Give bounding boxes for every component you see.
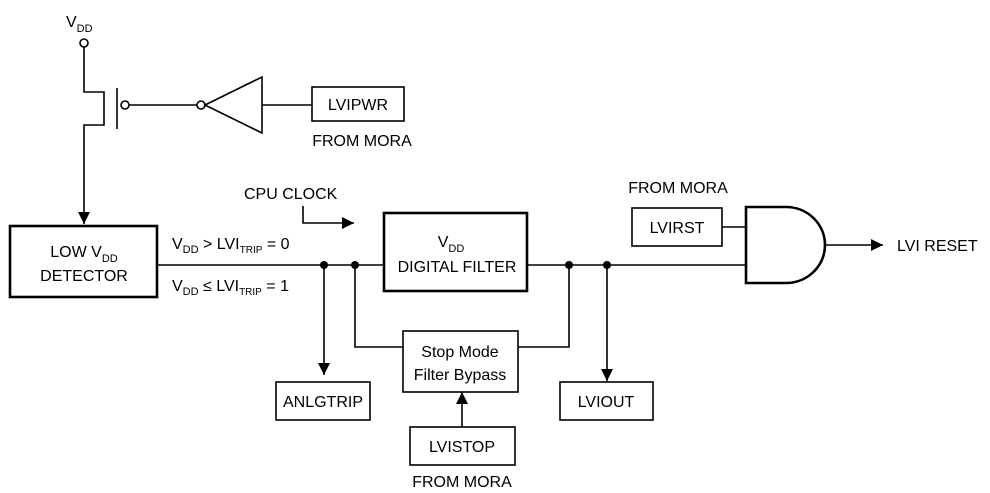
anlgtrip-label: ANLGTRIP	[283, 394, 363, 411]
stop-mode-bypass-box: Stop Mode Filter Bypass	[402, 330, 519, 393]
vdd-subscript: DD	[77, 23, 93, 35]
lvistop-source-note: FROM MORA	[412, 474, 512, 491]
lviout-label: LVIOUT	[578, 394, 635, 411]
junction-lviout	[603, 261, 611, 269]
lvirst-label: LVIRST	[650, 220, 705, 237]
filter-line1: V	[438, 234, 449, 251]
lvirst-box: LVIRST	[631, 207, 723, 247]
and-gate	[744, 205, 827, 285]
cpu-clock-arrow	[302, 206, 354, 229]
vdd-label: V	[66, 14, 77, 31]
cpu-clock-label: CPU CLOCK	[244, 186, 338, 203]
vdd-terminal: VDD	[66, 14, 93, 48]
low-vdd-detector-box: LOW VDD DETECTOR	[8, 224, 159, 299]
condition-high-label: VDD > LVITRIP = 0	[172, 236, 290, 256]
detector-line1-subscript: DD	[102, 253, 118, 265]
gate-bubble	[120, 100, 130, 110]
stop-mode-line1: Stop Mode	[421, 344, 498, 361]
filter-line2: DIGITAL FILTER	[398, 259, 517, 276]
lvistop-box: LVISTOP	[409, 426, 516, 466]
vdd-pin-circle	[79, 38, 89, 48]
lvipwr-source-note: FROM MORA	[312, 133, 412, 150]
junction-bypass-out	[565, 261, 573, 269]
condition-low-label: VDD ≤ LVITRIP = 1	[172, 278, 289, 298]
anlgtrip-box: ANLGTRIP	[275, 381, 371, 421]
lvipwr-box: LVIPWR	[311, 86, 405, 122]
signal-wires	[157, 226, 883, 427]
inverter	[196, 75, 312, 135]
stop-mode-line2: Filter Bypass	[414, 367, 506, 384]
lvipwr-label: LVIPWR	[328, 97, 388, 114]
junction-anlgtrip	[320, 261, 328, 269]
junction-bypass-in	[351, 261, 359, 269]
pmos-transistor	[78, 47, 197, 224]
detector-line2: DETECTOR	[40, 268, 128, 285]
filter-line1-subscript: DD	[448, 243, 464, 255]
svg-text:LOW VDD: LOW VDD	[50, 244, 118, 265]
vdd-digital-filter-box: VDD DIGITAL FILTER	[382, 211, 529, 293]
svg-text:VDD: VDD	[66, 14, 93, 35]
lviout-box: LVIOUT	[559, 381, 654, 421]
lvistop-label: LVISTOP	[429, 439, 495, 456]
detector-line1: LOW V	[50, 244, 102, 261]
lvi-reset-label: LVI RESET	[897, 238, 978, 255]
lvirst-source-note: FROM MORA	[628, 180, 728, 197]
svg-text:VDD: VDD	[438, 234, 465, 255]
